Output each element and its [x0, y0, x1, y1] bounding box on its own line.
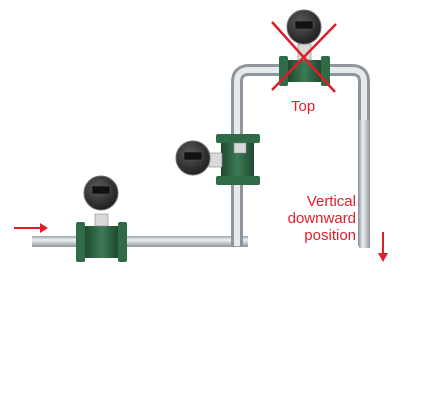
flow-inlet-arrow-icon — [14, 223, 48, 233]
label-vertical-line3: position — [304, 227, 356, 244]
label-vertical-line1: Vertical — [306, 193, 356, 210]
label-vertical-downward-position: Vertical downward position — [216, 193, 356, 244]
label-top: Top — [291, 98, 316, 115]
flowmeter-horizontal-low — [76, 175, 127, 262]
flow-outlet-arrow-icon — [378, 232, 388, 262]
flowmeter-top-of-pipe — [279, 9, 330, 86]
flowmeter-vertical-riser — [175, 134, 260, 185]
label-vertical-line2: downward — [287, 210, 356, 227]
wrong-cross-icon-top — [271, 21, 337, 93]
